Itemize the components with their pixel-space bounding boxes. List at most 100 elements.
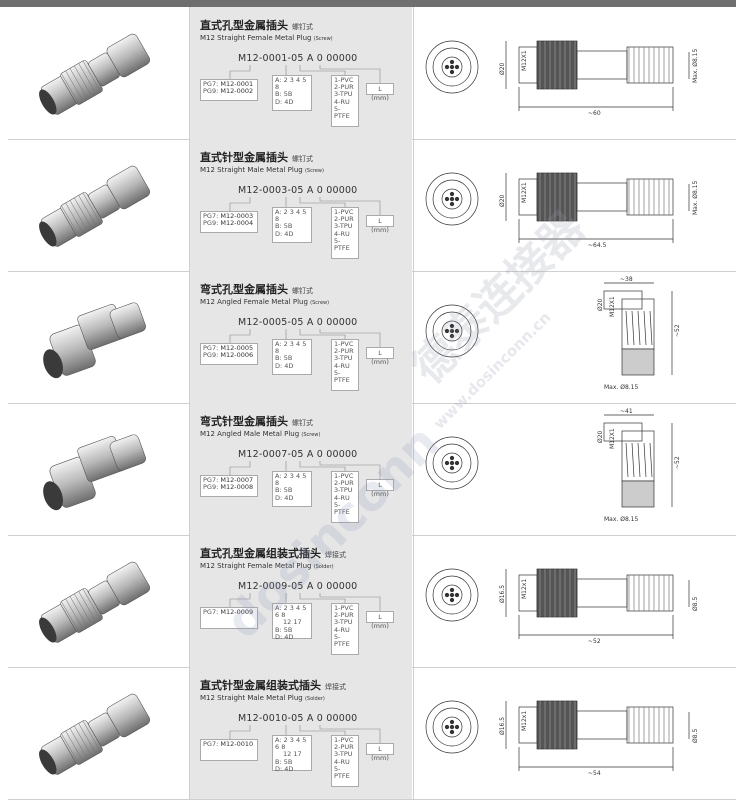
divider	[189, 7, 190, 139]
material-option: 3-TPU	[334, 90, 353, 99]
divider	[413, 271, 414, 403]
pin-option: A: 2 3 4 5 8	[275, 208, 307, 224]
part-code: M12-0007-05 A 0 00000	[238, 449, 358, 460]
material-option: 4-RU	[334, 625, 350, 634]
pin-option: D: 4D	[275, 361, 294, 370]
dim-thread: M12x1	[521, 711, 528, 731]
material-option: 2-PUR	[334, 479, 354, 488]
pin-option: D: 4D	[275, 229, 294, 238]
connector-photo	[43, 302, 146, 379]
part-code: M12-0005-05 A 0 00000	[238, 317, 358, 328]
part-code: M12-0001-05 A 0 00000	[238, 53, 358, 64]
dim-thread: M12X1	[521, 50, 528, 71]
pin-option: B: 5B	[275, 354, 293, 363]
divider	[189, 403, 190, 535]
material-option: 4-RU	[334, 97, 350, 106]
dim-thread: M12X1	[609, 296, 616, 317]
dim-length: ~60	[588, 110, 601, 117]
product-photo	[8, 403, 188, 535]
dim-diameter: Ø20	[499, 62, 506, 75]
pin-option: 12 17	[283, 750, 302, 759]
material-option: 4-RU	[334, 757, 350, 766]
title-en-sub: (Solder)	[304, 696, 325, 702]
pin-option: A: 2 3 4 5 8	[275, 76, 307, 92]
material-option: 3-TPU	[334, 750, 353, 759]
dim-thread: M12x1	[521, 579, 528, 599]
material-option: 5-PTFE	[334, 236, 350, 253]
length-box: L (mm)	[366, 743, 394, 762]
material-option: 5-PTFE	[334, 764, 350, 781]
title-cn-sub: 焊接式	[325, 551, 346, 559]
title-en-sub: (Screw)	[304, 168, 324, 174]
title-cn-sub: 螺钉式	[292, 23, 313, 31]
dim-max: Ø8.5	[692, 729, 699, 743]
pin-option: B: 5B	[275, 90, 293, 99]
dim-height: ~52	[674, 324, 681, 337]
material-option: 2-PUR	[334, 743, 354, 752]
dim-height: ~52	[674, 456, 681, 469]
pg-box: PG7: M12-0010	[200, 739, 258, 761]
connector-photo	[39, 693, 151, 775]
dim-diameter: Ø20	[597, 298, 604, 311]
length-box: L (mm)	[366, 347, 394, 366]
dim-thread: M12X1	[609, 428, 616, 449]
material-option: 5-PTFE	[334, 104, 350, 121]
dim-diameter: Ø16.5	[499, 585, 506, 603]
divider	[189, 271, 190, 403]
pin-option: D: 4D	[275, 764, 294, 773]
product-photo	[8, 271, 188, 403]
material-option: 3-TPU	[334, 354, 353, 363]
material-option: 3-TPU	[334, 486, 353, 495]
divider	[413, 535, 414, 667]
pin-option: 12 17	[283, 618, 302, 627]
pin-option: D: 4D	[275, 97, 294, 106]
technical-drawing: Ø20 M12X1 ~60 Max. Ø8.15	[425, 40, 699, 117]
pin-option: B: 5B	[275, 625, 293, 634]
pin-option: D: 4D	[275, 493, 294, 502]
connector-photo	[39, 165, 151, 247]
pg-box: PG7: M12-0009	[200, 607, 258, 629]
material-option: 3-TPU	[334, 222, 353, 231]
product-photo	[8, 7, 188, 139]
title-cn-sub: 螺钉式	[292, 155, 313, 163]
dim-diameter: Ø20	[499, 194, 506, 207]
title-cn-sub: 螺钉式	[292, 287, 313, 295]
divider	[413, 139, 414, 271]
pin-option: A: 2 3 4 5 8	[275, 472, 307, 488]
title-cn: 直式针型金属组装式插头焊接式	[200, 679, 346, 692]
dim-max: Max. Ø8.15	[692, 49, 699, 83]
material-option: 3-TPU	[334, 618, 353, 627]
title-en-sub: (Screw)	[313, 36, 333, 42]
dim-length: ~38	[620, 276, 633, 283]
material-option: 2-PUR	[334, 611, 354, 620]
dim-length: ~54	[588, 770, 601, 777]
